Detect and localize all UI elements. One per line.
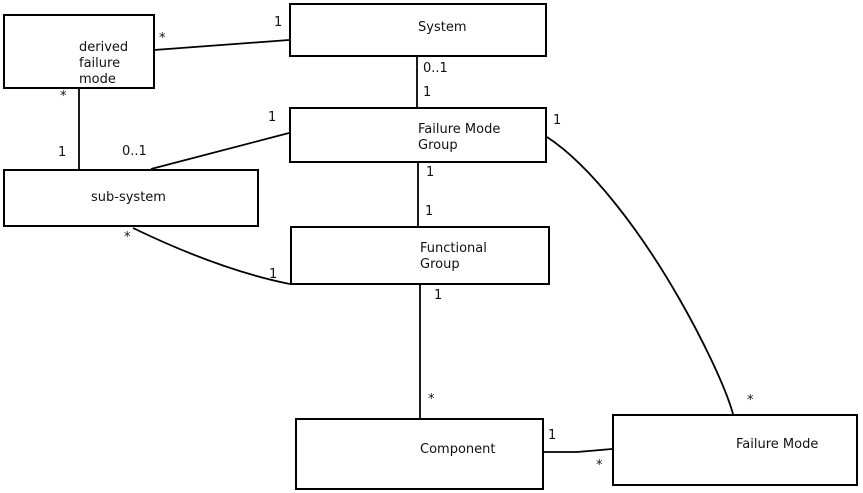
multiplicity-fmg-fm-at-fm: *: [747, 393, 754, 408]
multiplicity-dfm-subsystem-at-subsystem: 1: [58, 145, 67, 160]
node-system: System: [289, 3, 547, 57]
multiplicity-fg-component-at-fg: 1: [434, 288, 443, 303]
multiplicity-fmg-fg-at-fmg: 1: [426, 165, 435, 180]
node-sub-system-label: sub-system: [91, 190, 166, 205]
multiplicity-fg-component-at-component: *: [428, 392, 435, 407]
node-system-label: System: [418, 20, 467, 35]
node-functional-group: Functional Group: [290, 226, 550, 285]
multiplicity-system-fmg-at-fmg: 1: [423, 85, 432, 100]
node-failure-mode-group: Failure Mode Group: [289, 107, 547, 163]
node-failure-mode: Failure Mode: [612, 414, 858, 486]
node-component-label: Component: [420, 442, 496, 457]
multiplicity-dfm-system-at-system: 1: [274, 15, 283, 30]
multiplicity-fmg-fg-at-fg: 1: [425, 204, 434, 219]
multiplicity-dfm-subsystem-at-dfm: *: [60, 89, 67, 104]
edge-failure-mode-group--failure-mode: [546, 136, 734, 415]
node-component: Component: [295, 418, 544, 490]
multiplicity-dfm-system-at-dfm: *: [159, 31, 166, 46]
edge-component--failure-mode: [544, 448, 613, 453]
multiplicity-subsystem-fmg-at-fmg: 1: [268, 110, 277, 125]
edge-sub-system--functional-group: [132, 227, 291, 285]
multiplicity-subsystem-fmg-at-subsystem: 0..1: [122, 144, 147, 159]
multiplicity-subsystem-fg-at-fg: 1: [269, 267, 278, 282]
node-derived-failure-mode: derived failure mode: [3, 14, 155, 89]
node-failure-mode-group-label: Failure Mode Group: [418, 122, 501, 153]
node-derived-failure-mode-label: derived failure mode: [79, 40, 129, 87]
multiplicity-system-fmg-at-system: 0..1: [423, 61, 448, 76]
node-failure-mode-label: Failure Mode: [736, 437, 819, 452]
multiplicity-component-fm-at-fm: *: [596, 458, 603, 473]
node-functional-group-label: Functional Group: [420, 241, 487, 272]
multiplicity-subsystem-fg-at-subsystem: *: [124, 230, 131, 245]
multiplicity-fmg-fm-at-fmg: 1: [553, 113, 562, 128]
multiplicity-component-fm-at-component: 1: [548, 428, 557, 443]
edge-sub-system--failure-mode-group: [150, 132, 290, 170]
edge-derived-failure-mode--system: [153, 39, 290, 51]
node-sub-system: sub-system: [3, 169, 259, 227]
